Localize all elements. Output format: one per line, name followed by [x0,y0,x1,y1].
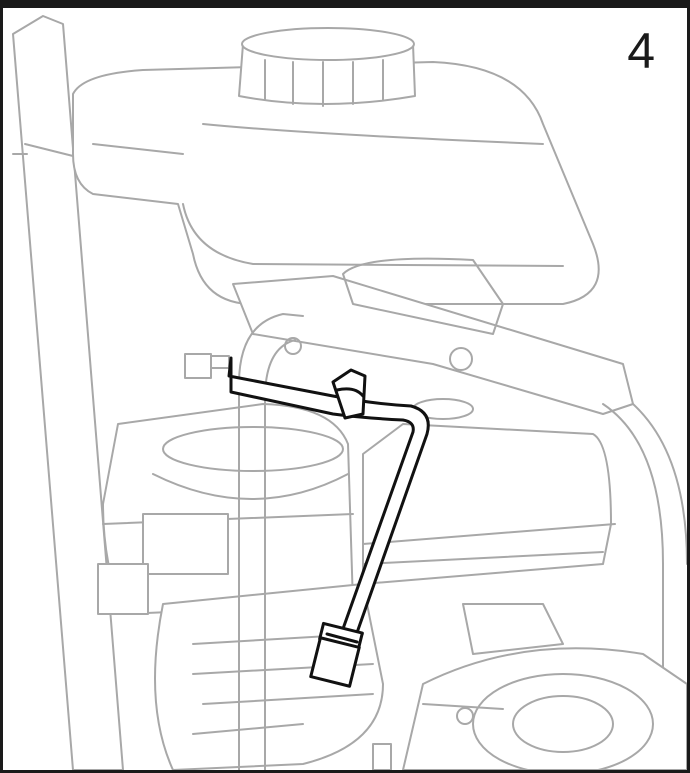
engine-illustration [12,15,687,770]
hose-fitting [309,621,364,688]
fuel-cap [238,27,416,107]
shroud [232,257,634,415]
frame-bar-right [602,403,687,770]
step-number: 4 [627,23,655,79]
blower-housing [97,403,354,615]
fuel-valve [184,353,230,379]
fuel-tank [72,61,600,305]
hose-reel [372,647,687,770]
handle-bar-left [12,15,124,770]
top-rule [3,4,687,8]
air-filter-housing [362,398,616,585]
